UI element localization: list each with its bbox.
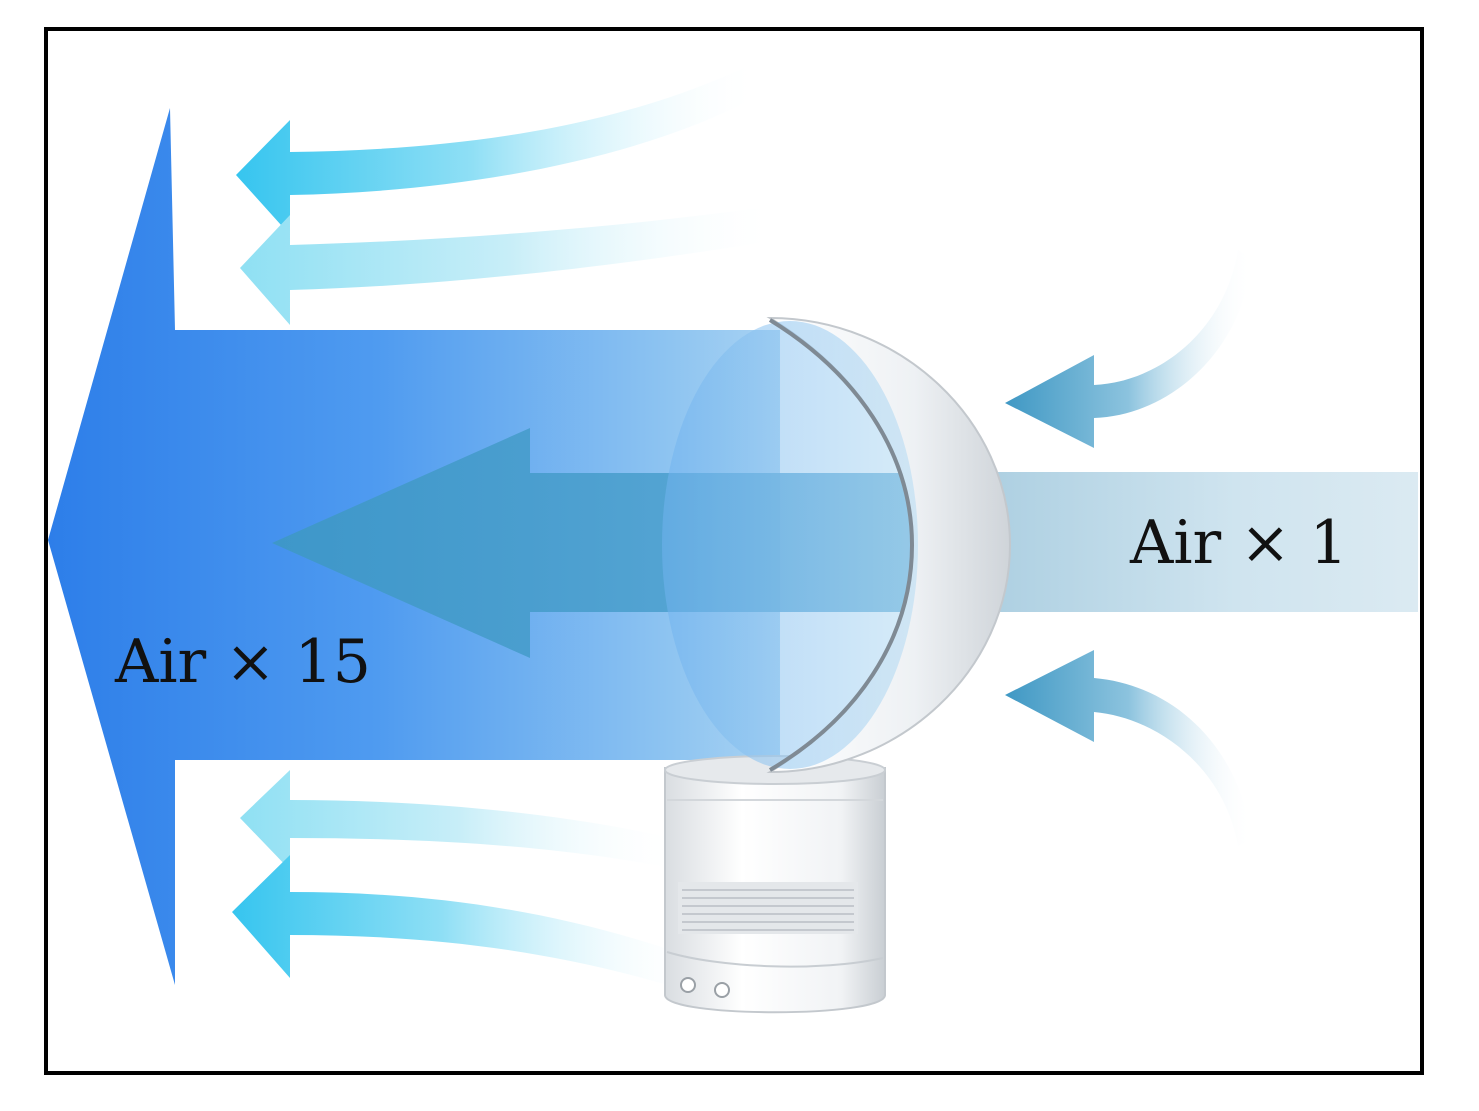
fan-button-speed [714,982,730,998]
intake-arrow-top [1005,250,1252,448]
side-arrow-top-2 [240,205,780,325]
side-arrows-bottom [232,770,700,995]
fan-ring-inner-edge [768,318,915,772]
fan-button-power [680,977,696,993]
fan-grille-lines [682,889,854,931]
input-air-label: Air × 1 [1129,508,1348,578]
side-arrow-top-1 [236,60,760,235]
input-air-band [960,472,1418,612]
bladeless-fan-icon [662,316,1012,1014]
fan-opening [662,321,918,769]
intake-arrows [1005,250,1252,846]
side-arrow-bottom-1 [240,770,680,870]
output-air-label: Air × 15 [114,627,371,697]
side-arrow-bottom-2 [232,855,700,995]
side-arrows-top [236,60,780,325]
intake-arrow-bottom [1005,650,1252,846]
fan-base-seam [666,951,884,968]
